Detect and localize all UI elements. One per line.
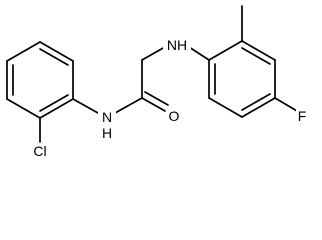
bond-fp1-fp2	[208, 40, 243, 61]
bond-ch2-amine-n	[141, 46, 166, 61]
bond-cp1-cp2-inner	[39, 48, 69, 66]
bond-carbonyl-o-double	[144, 91, 169, 106]
bond-c-f	[274, 97, 298, 112]
bond-cp3-cp4-inner	[39, 94, 69, 112]
atom-label-amine-nh: NH	[167, 37, 187, 53]
fluoro-mask	[296, 108, 308, 124]
bond-cp6-cp1	[6, 41, 41, 62]
chloro-mask	[31, 143, 51, 159]
bond-fp4-fp5	[241, 97, 276, 118]
bond-fp4-fp5-inner	[241, 93, 271, 111]
bond-cp1-cp2	[39, 41, 74, 62]
carbonyl-o-mask	[167, 108, 181, 124]
bond-cp4-cp5	[6, 98, 41, 119]
bond-carbonyl-o	[141, 97, 166, 112]
bond-ring-amide-n	[72, 98, 99, 114]
bond-fp2-fp3	[241, 40, 276, 61]
bond-fp5-fp6	[208, 97, 243, 118]
atom-label-chloro: Cl	[33, 143, 46, 159]
atom-label-fluoro: F	[298, 108, 307, 124]
bond-amine-n-ring	[188, 46, 210, 61]
amide-nh-mask	[98, 106, 116, 140]
bond-fp2-fp3-inner	[241, 47, 271, 65]
atom-label-carbonyl-o: O	[169, 108, 180, 124]
amine-nh-mask	[163, 36, 191, 54]
bond-cp3-cp4	[39, 98, 74, 119]
bond-layer	[6, 5, 298, 143]
bond-amide-n-carbonyl	[114, 97, 143, 114]
